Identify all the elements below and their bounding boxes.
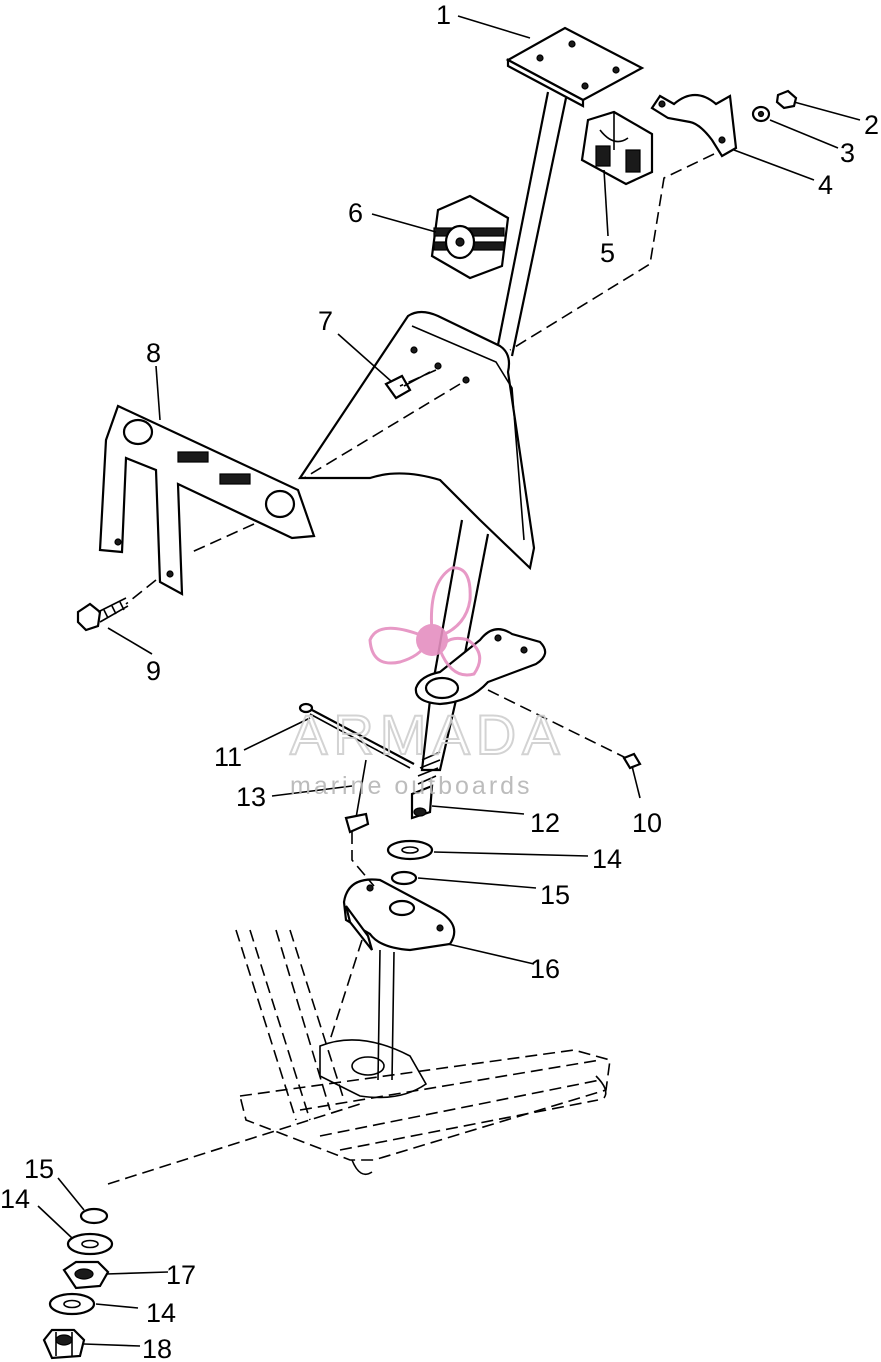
part-4-clamp [650,93,738,158]
frame-phantom [235,929,611,1176]
part-14-washer-lower-2 [48,1292,96,1316]
callout-14-lower-1: 14 [0,1184,30,1214]
part-18-castle-nut [42,1328,86,1360]
callout-12: 12 [530,808,560,838]
callout-14-upper: 14 [592,844,622,874]
part-14-washer-lower-1 [66,1232,114,1256]
part-11-cotter-pin [298,702,415,769]
callout-10: 10 [632,808,662,838]
part-10-plate [414,628,642,770]
callout-15-lower: 15 [24,1154,54,1184]
part-13-bolt [344,759,370,834]
callout-8: 8 [146,338,161,368]
part-15-oring-upper [390,870,418,886]
part-9-bolt [76,597,129,632]
part-1-mounting-plate [505,26,645,108]
callout-7: 7 [318,306,333,336]
callout-4: 4 [818,170,833,200]
callout-15-upper: 15 [540,880,570,910]
leader-lines [37,15,861,1347]
part-12-shaft-end [410,784,434,820]
watermark-brand: ARMADA [290,703,566,766]
callout-9: 9 [146,656,161,686]
callout-6: 6 [348,198,363,228]
callout-2: 2 [864,110,879,140]
callout-11: 11 [214,742,242,772]
watermark: ARMADA marine outboards [289,566,566,800]
callout-14-lower-2: 14 [146,1298,176,1328]
part-5-bushing [580,110,654,186]
callout-1: 1 [436,0,451,30]
steering-bracket [297,310,536,571]
watermark-tagline: marine outboards [290,772,533,800]
steering-shaft [417,519,490,785]
part-8-front-bracket [98,404,316,596]
callout-16: 16 [530,954,560,984]
part-2-nut [775,89,798,110]
part-14-washer-upper [386,839,434,861]
part-16-lower-bracket [342,878,456,1081]
steering-post [495,91,568,357]
part-15-oring-lower [79,1207,109,1225]
propeller-icon [368,566,482,677]
callout-18: 18 [142,1334,172,1362]
part-17-nut [62,1260,110,1290]
callout-17: 17 [166,1260,196,1290]
callout-5: 5 [600,238,615,268]
part-6-grommet [430,194,510,280]
callout-3: 3 [840,138,855,168]
part-3-washer [751,105,771,123]
callout-13: 13 [236,782,266,812]
